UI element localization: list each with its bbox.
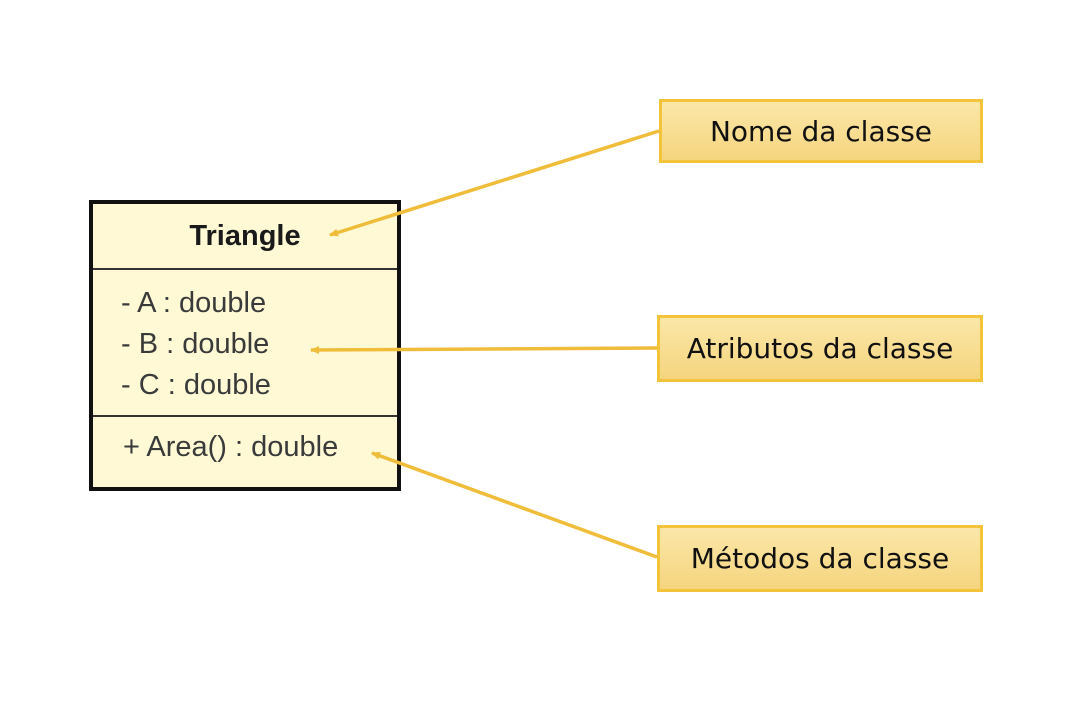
arrow-to-methods xyxy=(371,451,658,559)
attribute-c: - C : double xyxy=(121,369,271,401)
callout-methods: Métodos da classe xyxy=(657,525,983,592)
methods-compartment: + Area() : double xyxy=(93,417,397,468)
class-name: Triangle xyxy=(93,204,397,270)
uml-class-box: Triangle - A : double - B : double - C :… xyxy=(89,200,401,491)
callout-attributes: Atributos da classe xyxy=(657,315,983,382)
method-area: + Area() : double xyxy=(123,431,339,463)
callout-class-name: Nome da classe xyxy=(659,99,983,163)
attribute-b: - B : double xyxy=(121,328,270,360)
arrow-to-attributes xyxy=(310,345,658,354)
attributes-compartment: - A : double - B : double - C : double xyxy=(93,270,397,417)
attribute-a: - A : double xyxy=(121,287,267,319)
arrow-to-class-name xyxy=(329,129,660,237)
